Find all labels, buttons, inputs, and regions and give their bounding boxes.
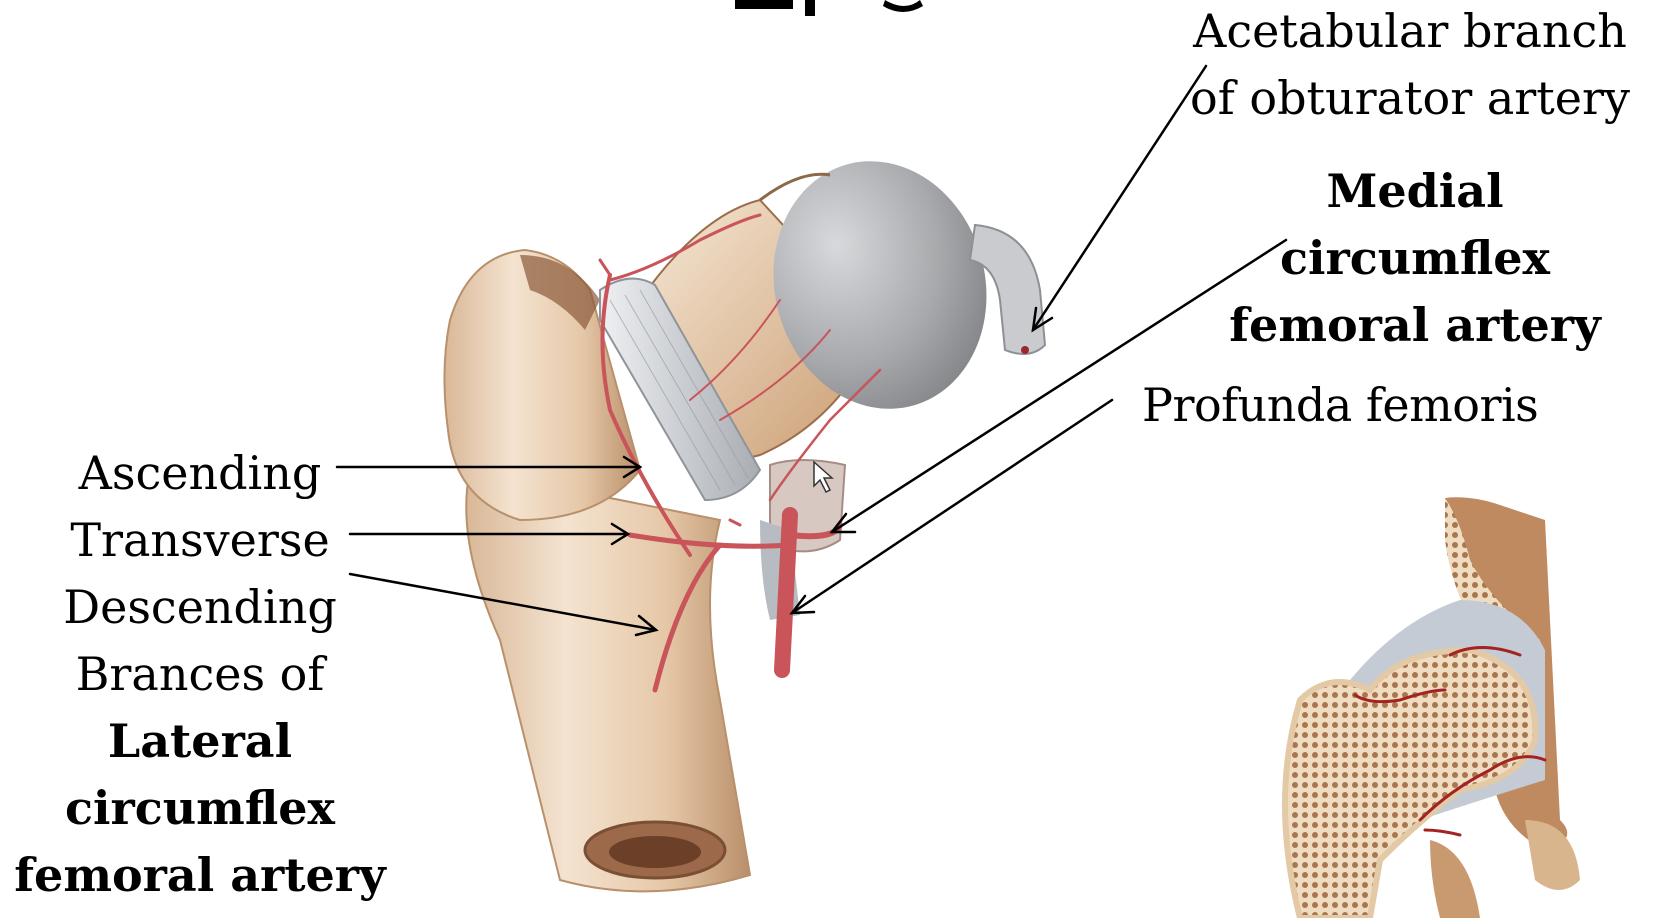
label-lateral-circumflex-branches: Ascending Transverse Descending Brances …: [6, 440, 394, 909]
label-acetabular-line2: of obturator artery: [1190, 71, 1630, 125]
label-acetabular-branch: Acetabular branch of obturator artery: [1170, 0, 1650, 132]
arrow-medial-circumflex: [829, 238, 1288, 534]
label-acetabular-line1: Acetabular branch: [1193, 4, 1627, 58]
arrow-acetabular-branch: [1031, 64, 1208, 333]
label-transverse: Transverse: [70, 513, 330, 567]
label-medial-circumflex-femoral-artery: Medial circumflex femoral artery: [1210, 158, 1620, 359]
title-fragment: [735, 0, 923, 16]
label-medial-line1: Medial: [1326, 164, 1504, 218]
label-medial-line2: circumflex: [1280, 231, 1550, 285]
label-branches-of: Brances of: [75, 647, 325, 701]
label-profunda-femoris: Profunda femoris: [1142, 378, 1539, 432]
arrow-descending: [348, 572, 659, 637]
label-ascending: Ascending: [78, 446, 322, 500]
arrow-profunda-femoris: [789, 398, 1114, 615]
mouse-cursor-icon: [813, 460, 834, 494]
label-descending: Descending: [63, 580, 337, 634]
label-circumflex: circumflex: [65, 781, 335, 835]
label-lateral: Lateral: [107, 714, 293, 768]
arrow-ascending: [335, 455, 643, 479]
label-femoral-artery: femoral artery: [14, 848, 386, 902]
arrow-transverse: [348, 522, 631, 546]
label-medial-line3: femoral artery: [1229, 298, 1601, 352]
